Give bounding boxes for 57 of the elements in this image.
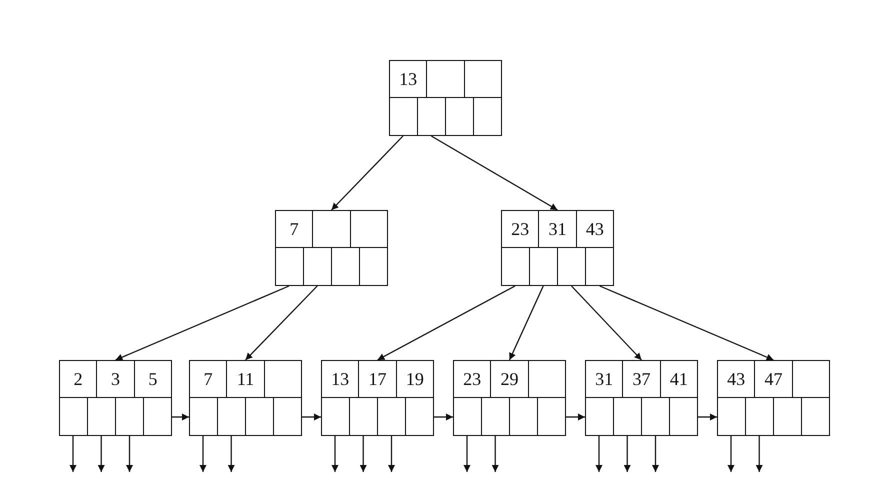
arrow [245,286,318,360]
tree-node [501,210,614,286]
arrow [600,285,774,361]
key-value: 31 [539,211,577,247]
tree-node [453,360,566,436]
key-value: 5 [147,368,158,390]
arrow [434,414,453,420]
tree-node [585,360,698,436]
key-value: 2 [60,361,98,397]
key-value: 37 [623,361,661,397]
key-value: 31 [586,361,624,397]
key-value: 3 [97,361,135,397]
tree-node [189,360,302,436]
arrow [624,436,631,472]
arrow [652,436,659,472]
arrow [596,436,602,472]
arrow [571,286,642,360]
arrow [70,436,76,472]
key-value: 43 [718,361,756,397]
tree-node [321,360,434,436]
key-value: 11 [227,361,265,397]
key-value: 19 [404,368,425,390]
key-value: 29 [491,361,529,397]
arrow [464,436,470,472]
key-value: 47 [755,361,793,397]
arrow [172,414,189,420]
arrow [126,436,133,472]
tree-node [275,210,388,286]
tree-node [389,60,502,136]
key-value: 7 [190,361,228,397]
arrow [331,136,404,210]
key-value: 13 [390,61,428,97]
arrow [360,436,367,472]
arrow [566,414,585,420]
arrow [492,436,499,472]
key-value: 17 [359,361,397,397]
arrow [728,436,734,472]
key-value: 43 [584,218,605,240]
arrow [228,436,235,472]
key-value: 23 [454,361,492,397]
arrow [332,436,338,472]
arrow [200,436,206,472]
arrow [388,436,395,472]
arrow [98,436,105,472]
arrow [698,414,717,420]
key-value: 7 [276,211,314,247]
arrow [115,285,290,361]
arrow [756,436,763,472]
key-value: 23 [502,211,540,247]
tree-node [717,360,830,436]
key-value: 13 [322,361,360,397]
arrow [302,414,321,420]
arrow [377,285,516,361]
arrow [430,135,558,211]
arrow [508,286,544,360]
key-value: 41 [668,368,689,390]
tree-node [59,360,172,436]
